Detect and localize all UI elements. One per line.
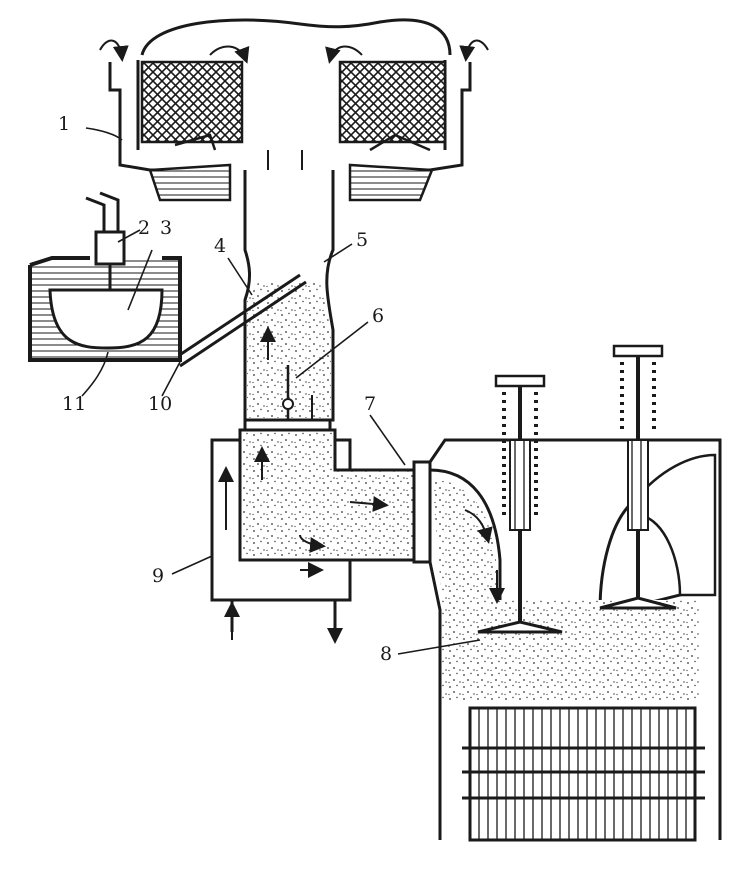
- oil-bath-left: [148, 163, 232, 202]
- cylinder-charge: [442, 600, 700, 700]
- callout-5: 5: [356, 229, 368, 251]
- leader-6: [295, 321, 369, 379]
- leader-3: [127, 249, 153, 311]
- engine-cylinder: [428, 344, 722, 842]
- needle-valve: [94, 230, 126, 266]
- callout-3: 3: [160, 217, 172, 239]
- fuel-inlet-pipe: [85, 191, 120, 232]
- callout-1: 1: [58, 113, 70, 135]
- piston: [468, 706, 697, 842]
- manifold-passage: [238, 428, 432, 562]
- filter-cover: [140, 18, 452, 56]
- callout-10: 10: [148, 393, 172, 415]
- leader-4: [227, 257, 253, 296]
- callout-7: 7: [364, 393, 376, 415]
- callout-4: 4: [214, 235, 226, 257]
- main-jet-tube: [171, 273, 301, 362]
- mixture-throat: [247, 280, 331, 418]
- leader-10: [161, 361, 181, 397]
- leader-5: [323, 243, 353, 263]
- manifold-flange: [412, 460, 432, 564]
- leader-11: [81, 351, 109, 397]
- leader-lines: [81, 127, 481, 655]
- throttle-valve: [282, 398, 294, 410]
- filter-element-right: [338, 60, 447, 144]
- callout-11: 11: [62, 393, 86, 415]
- leader-1: [85, 127, 123, 141]
- callout-9: 9: [152, 565, 164, 587]
- leader-8: [397, 639, 481, 655]
- oil-bath-right: [348, 163, 434, 202]
- intake-valve-head: [477, 620, 563, 634]
- callout-6: 6: [372, 305, 384, 327]
- filter-element-left: [140, 60, 244, 144]
- float: [48, 288, 164, 350]
- callout-labels: 1 2 3 4 5 6 7 8 9 10 11: [58, 113, 392, 665]
- leader-7: [369, 414, 406, 466]
- callout-8: 8: [380, 643, 392, 665]
- leader-9: [171, 555, 213, 575]
- exhaust-valve-head: [599, 596, 677, 610]
- callout-2: 2: [138, 217, 150, 239]
- float-chamber: [28, 191, 182, 362]
- leader-2: [117, 229, 141, 243]
